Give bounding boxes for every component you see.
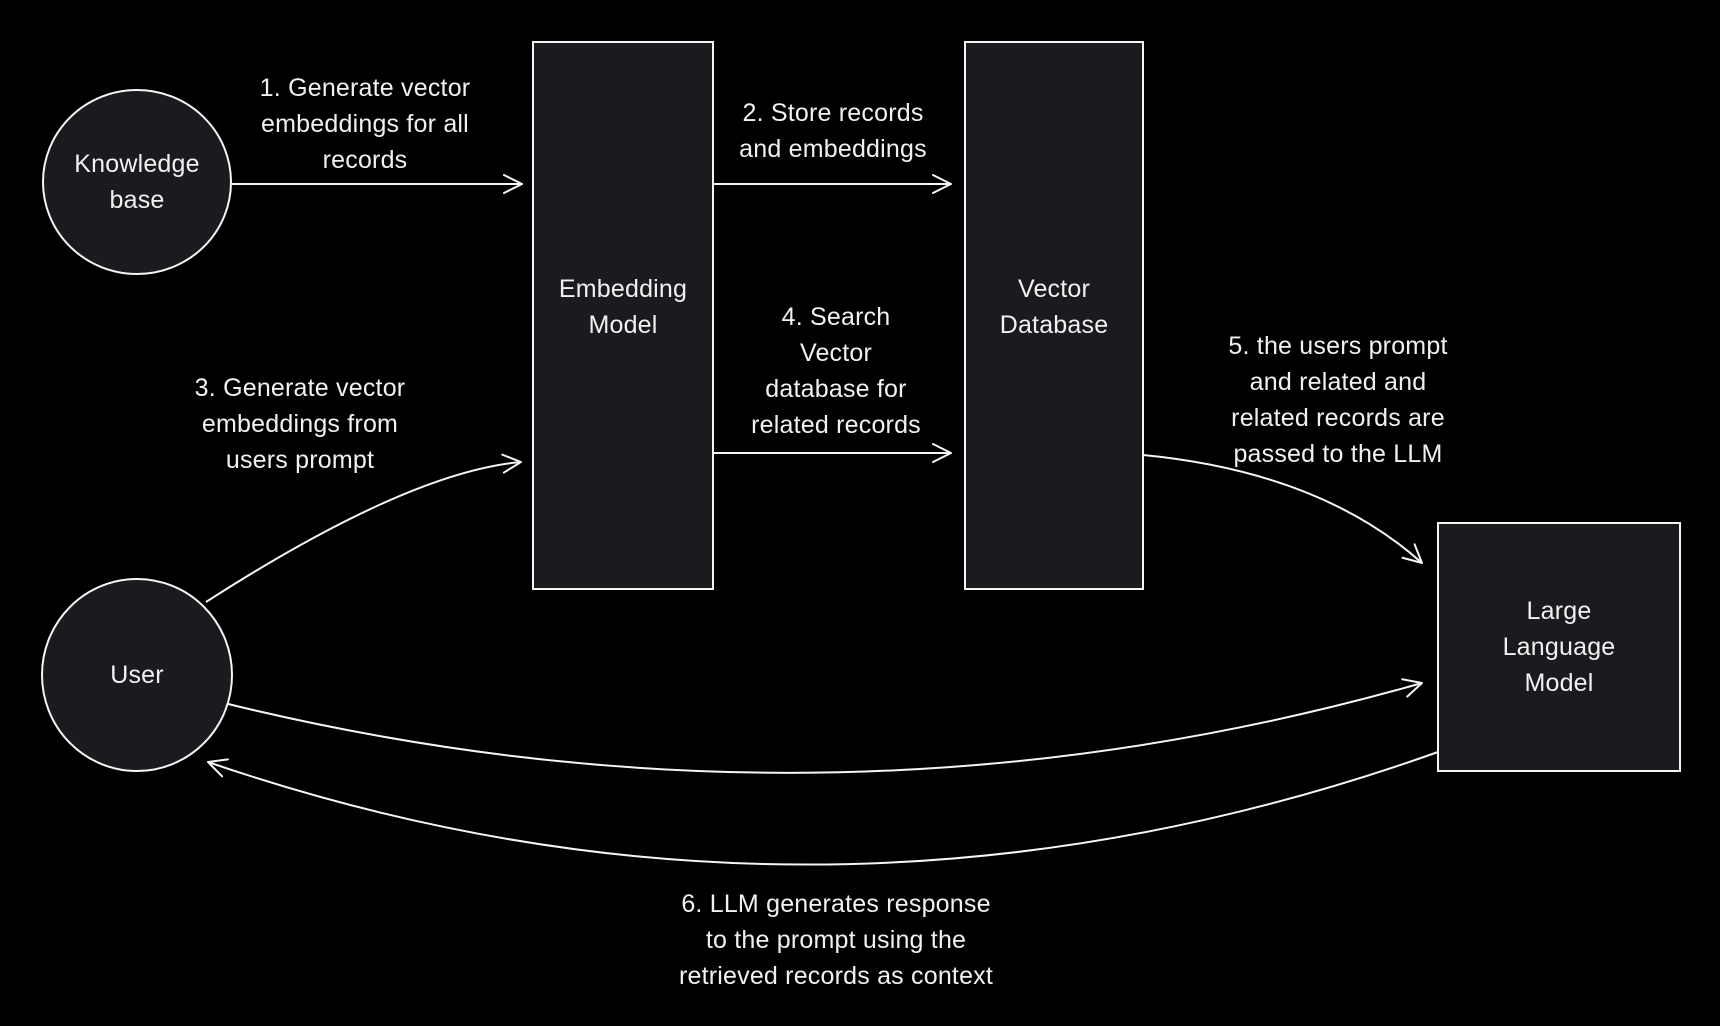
- node-knowledge-base: [42, 89, 232, 275]
- edge-label-1-generate-embeddings-all-records: 1. Generate vector embeddings for all re…: [259, 74, 471, 174]
- edge-label-5-prompt-and-records-to-llm: 5. the users prompt and related and rela…: [1228, 332, 1448, 468]
- edge-label-2-store-records-embeddings: 2. Store records and embeddings: [739, 99, 927, 163]
- node-embedding-model: [532, 41, 714, 590]
- node-label-llm: Large Language Model: [1502, 597, 1616, 697]
- arrow-vectordb-to-llm: [1142, 454, 1423, 564]
- arrow-llm-to-user: [207, 751, 1439, 866]
- node-vector-database: [964, 41, 1144, 590]
- node-label-user: User: [110, 661, 164, 689]
- arrow-user-to-embedding: [205, 453, 522, 603]
- edge-label-3-generate-embeddings-user-prompt: 3. Generate vector embeddings from users…: [194, 374, 406, 474]
- node-label-knowledge-base: Knowledge base: [74, 150, 200, 214]
- node-label-vector-database: Vector Database: [999, 275, 1109, 339]
- node-label-embedding-model: Embedding Model: [558, 275, 688, 339]
- node-user: [41, 578, 233, 772]
- edge-label-6-llm-generates-response: 6. LLM generates response to the prompt …: [678, 890, 994, 990]
- arrow-user-to-llm: [223, 678, 1423, 774]
- edge-label-4-search-vector-database: 4. Search Vector database for related re…: [751, 303, 921, 439]
- node-large-language-model: [1437, 522, 1681, 772]
